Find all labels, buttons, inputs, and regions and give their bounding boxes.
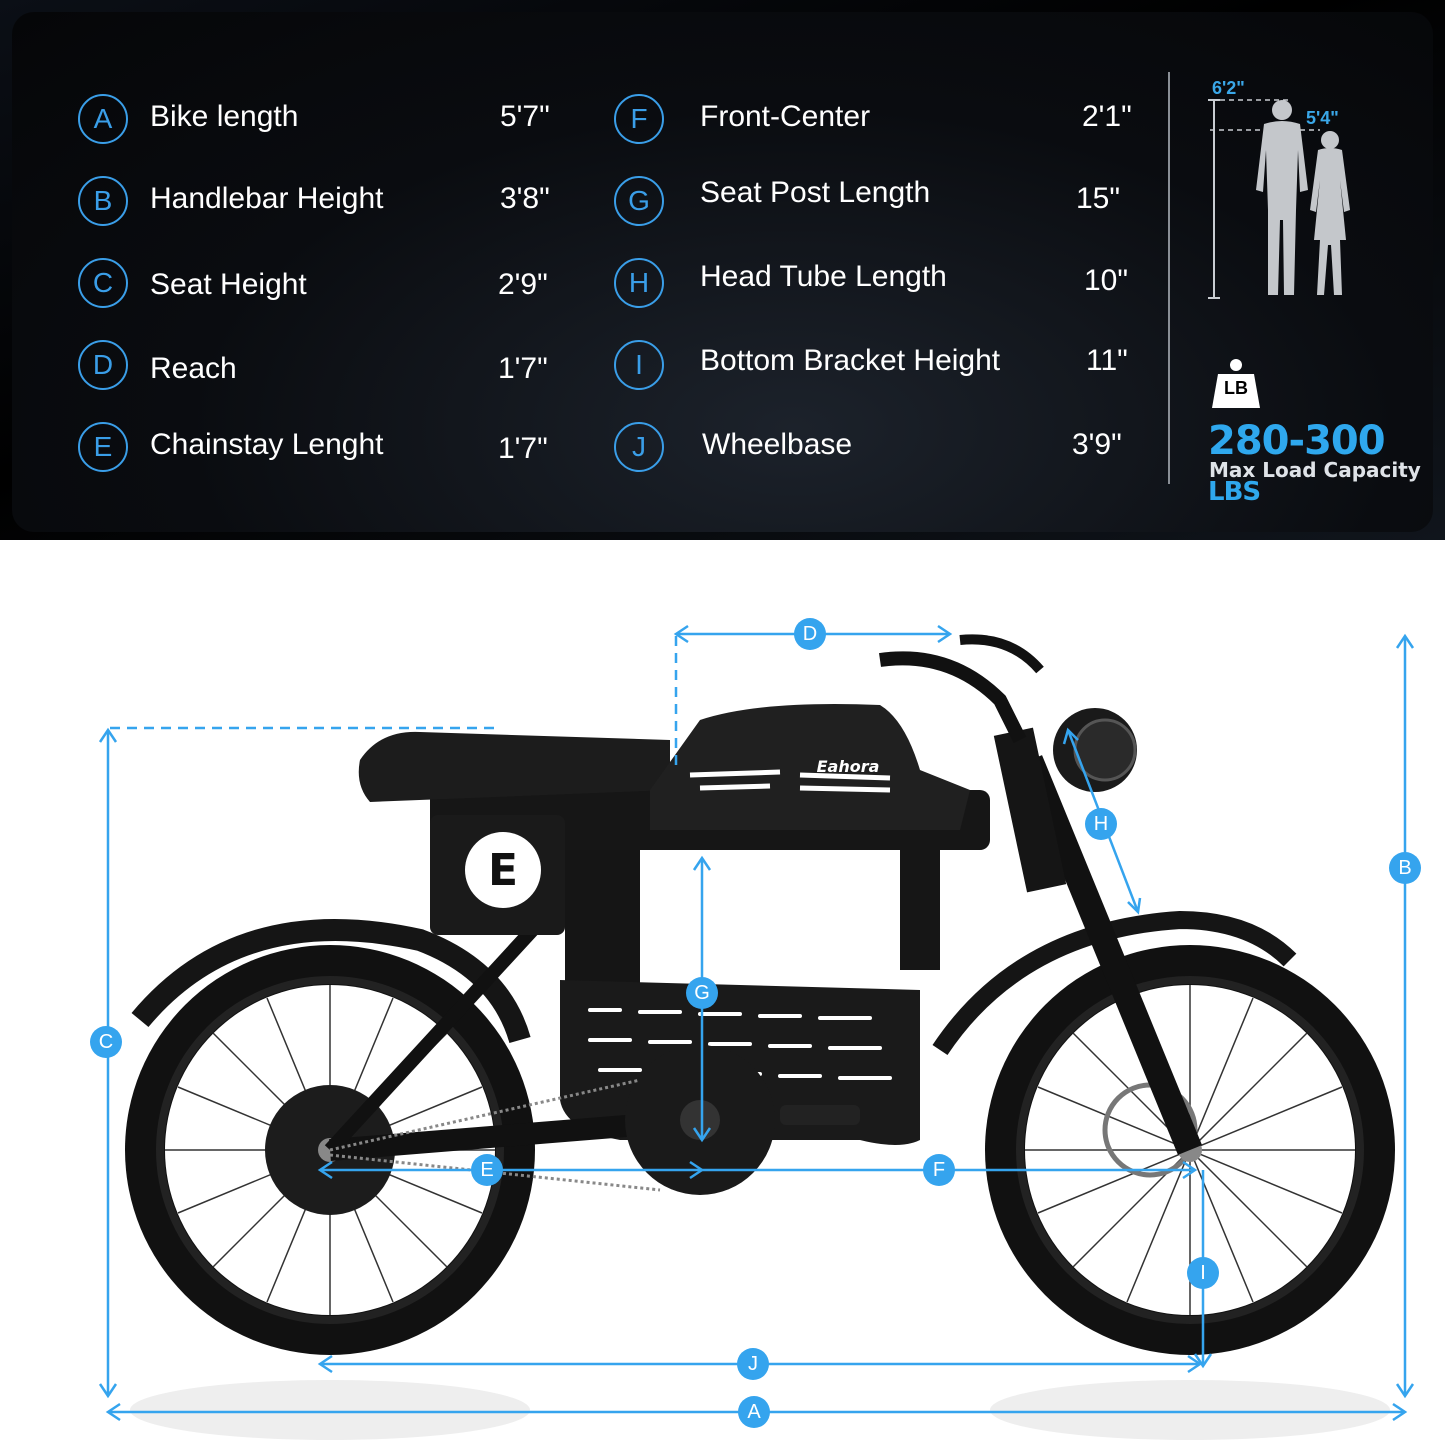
- dimension-badge-a: A: [738, 1396, 770, 1428]
- spec-value: 3'8": [500, 182, 550, 215]
- spec-row-chainstay-length: E Chainstay Lenght 1'7": [78, 422, 558, 478]
- dimension-badge-e: E: [471, 1154, 503, 1186]
- column-divider: [1168, 72, 1170, 484]
- letter-badge: H: [614, 258, 664, 308]
- spec-row-front-center: F Front-Center 2'1": [614, 94, 1144, 150]
- spec-label: Wheelbase: [702, 428, 853, 461]
- load-range: 280-300: [1208, 418, 1386, 464]
- letter-badge: C: [78, 258, 128, 308]
- spec-row-reach: D Reach 1'7": [78, 340, 558, 396]
- spec-row-seat-post-length: G Seat Post Length 15": [614, 176, 1144, 232]
- dimension-badge-d: D: [794, 618, 826, 650]
- load-caption: Max Load Capacity: [1209, 458, 1421, 482]
- letter-badge: E: [78, 422, 128, 472]
- spec-value: 1'7": [498, 352, 548, 385]
- bike-diagram: E Eahora: [0, 540, 1445, 1445]
- spec-label: Seat Height: [150, 268, 307, 301]
- dimension-badge-c: C: [90, 1026, 122, 1058]
- short-rider-height: 5'4": [1306, 108, 1339, 128]
- spec-row-seat-height: C Seat Height 2'9": [78, 258, 558, 314]
- spec-row-bike-length: A Bike length 5'7": [78, 94, 558, 150]
- dimension-badge-b: B: [1389, 852, 1421, 884]
- spec-row-wheelbase: J Wheelbase 3'9": [614, 422, 1144, 478]
- spec-label: Bottom Bracket Height: [700, 344, 1001, 377]
- weight-icon-label: LB: [1224, 378, 1248, 398]
- load-capacity-value: 280-300 LBS: [1208, 418, 1445, 510]
- brand-logo-text: Eahora: [817, 757, 880, 776]
- load-unit: LBS: [1208, 477, 1261, 507]
- brand-badge-letter: E: [488, 845, 518, 896]
- dimension-badge-g: G: [686, 977, 718, 1009]
- weight-lb-icon: LB: [1210, 356, 1262, 415]
- spec-row-head-tube-length: H Head Tube Length 10": [614, 258, 1144, 314]
- dimension-badge-i: I: [1187, 1257, 1219, 1289]
- spec-value: 15": [1076, 182, 1121, 215]
- letter-badge: B: [78, 176, 128, 226]
- dimension-badge-j: J: [737, 1348, 769, 1380]
- spec-value: 3'9": [1072, 428, 1122, 461]
- letter-badge: A: [78, 94, 128, 144]
- letter-badge: G: [614, 176, 664, 226]
- letter-badge: F: [614, 94, 664, 144]
- spec-value: 1'7": [498, 432, 548, 465]
- silhouette-couple-icon: [1208, 99, 1350, 299]
- spec-label: Bike length: [150, 100, 299, 133]
- spec-value: 2'1": [1082, 100, 1132, 133]
- tall-rider-height: 6'2": [1212, 78, 1245, 98]
- spec-label: Head Tube Length: [700, 260, 947, 293]
- spec-value: 10": [1084, 264, 1129, 297]
- spec-value: 11": [1086, 344, 1128, 377]
- spec-row-handlebar-height: B Handlebar Height 3'8": [78, 176, 558, 232]
- spec-label: Handlebar Height: [150, 182, 384, 215]
- spec-label: Front-Center: [700, 100, 871, 133]
- spec-value: 5'7": [500, 100, 550, 133]
- spec-label: Chainstay Lenght: [150, 428, 384, 461]
- dimension-badge-f: F: [923, 1154, 955, 1186]
- ebike-illustration: E Eahora: [98, 624, 1415, 1440]
- letter-badge: J: [614, 422, 664, 472]
- spec-label: Reach: [150, 352, 237, 385]
- brand-logo-badge: [465, 832, 541, 908]
- spec-label: Seat Post Length: [700, 176, 931, 209]
- letter-badge: D: [78, 340, 128, 390]
- dimension-badge-h: H: [1085, 808, 1117, 840]
- spec-panel: [12, 12, 1433, 532]
- spec-row-bottom-bracket-height: I Bottom Bracket Height 11": [614, 340, 1144, 396]
- letter-badge: I: [614, 340, 664, 390]
- spec-value: 2'9": [498, 268, 548, 301]
